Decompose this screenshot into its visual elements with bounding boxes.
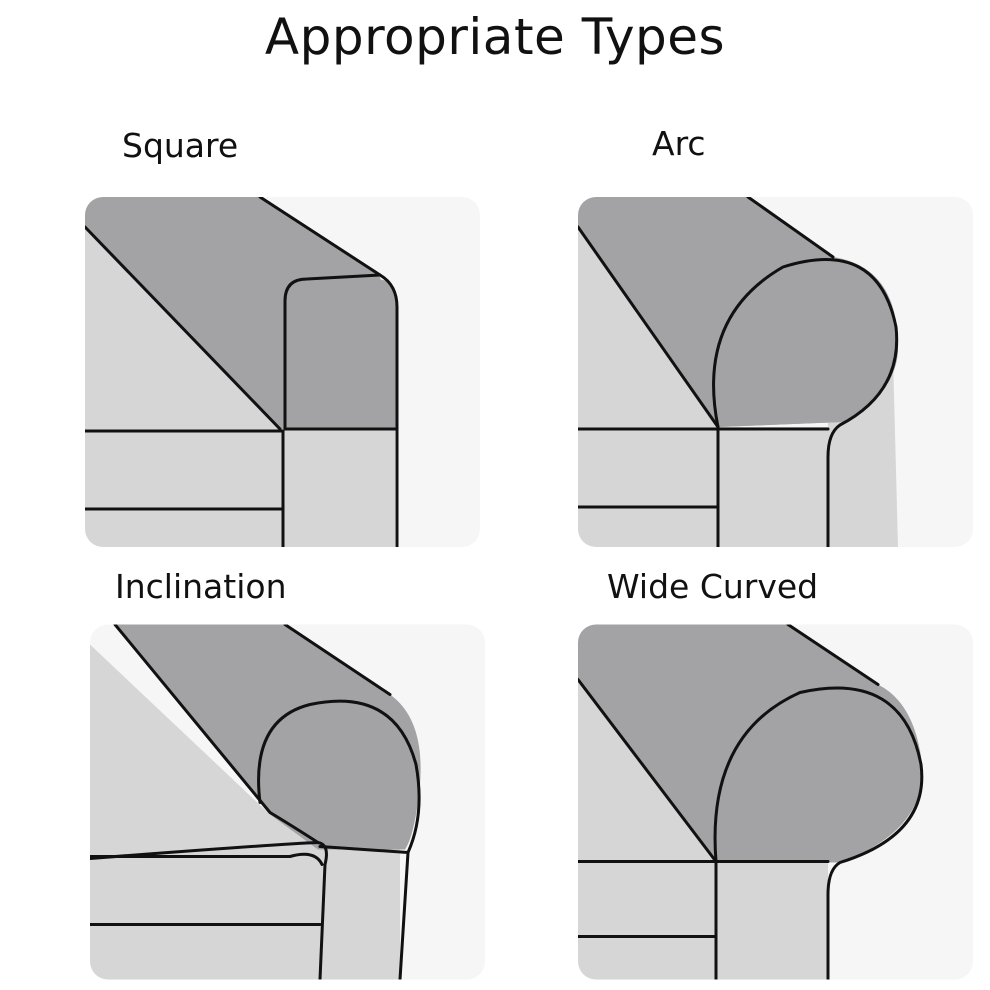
type-illustration-inclination [90, 622, 490, 982]
type-label-inclination: Inclination [115, 567, 287, 606]
type-label-arc: Arc [652, 124, 706, 163]
square-armrest-illustration [85, 197, 480, 547]
type-label-square: Square [122, 126, 239, 165]
page-title: Appropriate Types [264, 8, 726, 66]
inclination-armrest-illustration [90, 624, 485, 980]
type-illustration-square [85, 192, 485, 552]
type-label-wide-curved: Wide Curved [607, 567, 819, 606]
type-illustration-wide-curved [578, 622, 978, 982]
type-illustration-arc [578, 192, 978, 552]
wide-curved-armrest-illustration [578, 624, 973, 980]
arc-armrest-illustration [578, 197, 973, 547]
